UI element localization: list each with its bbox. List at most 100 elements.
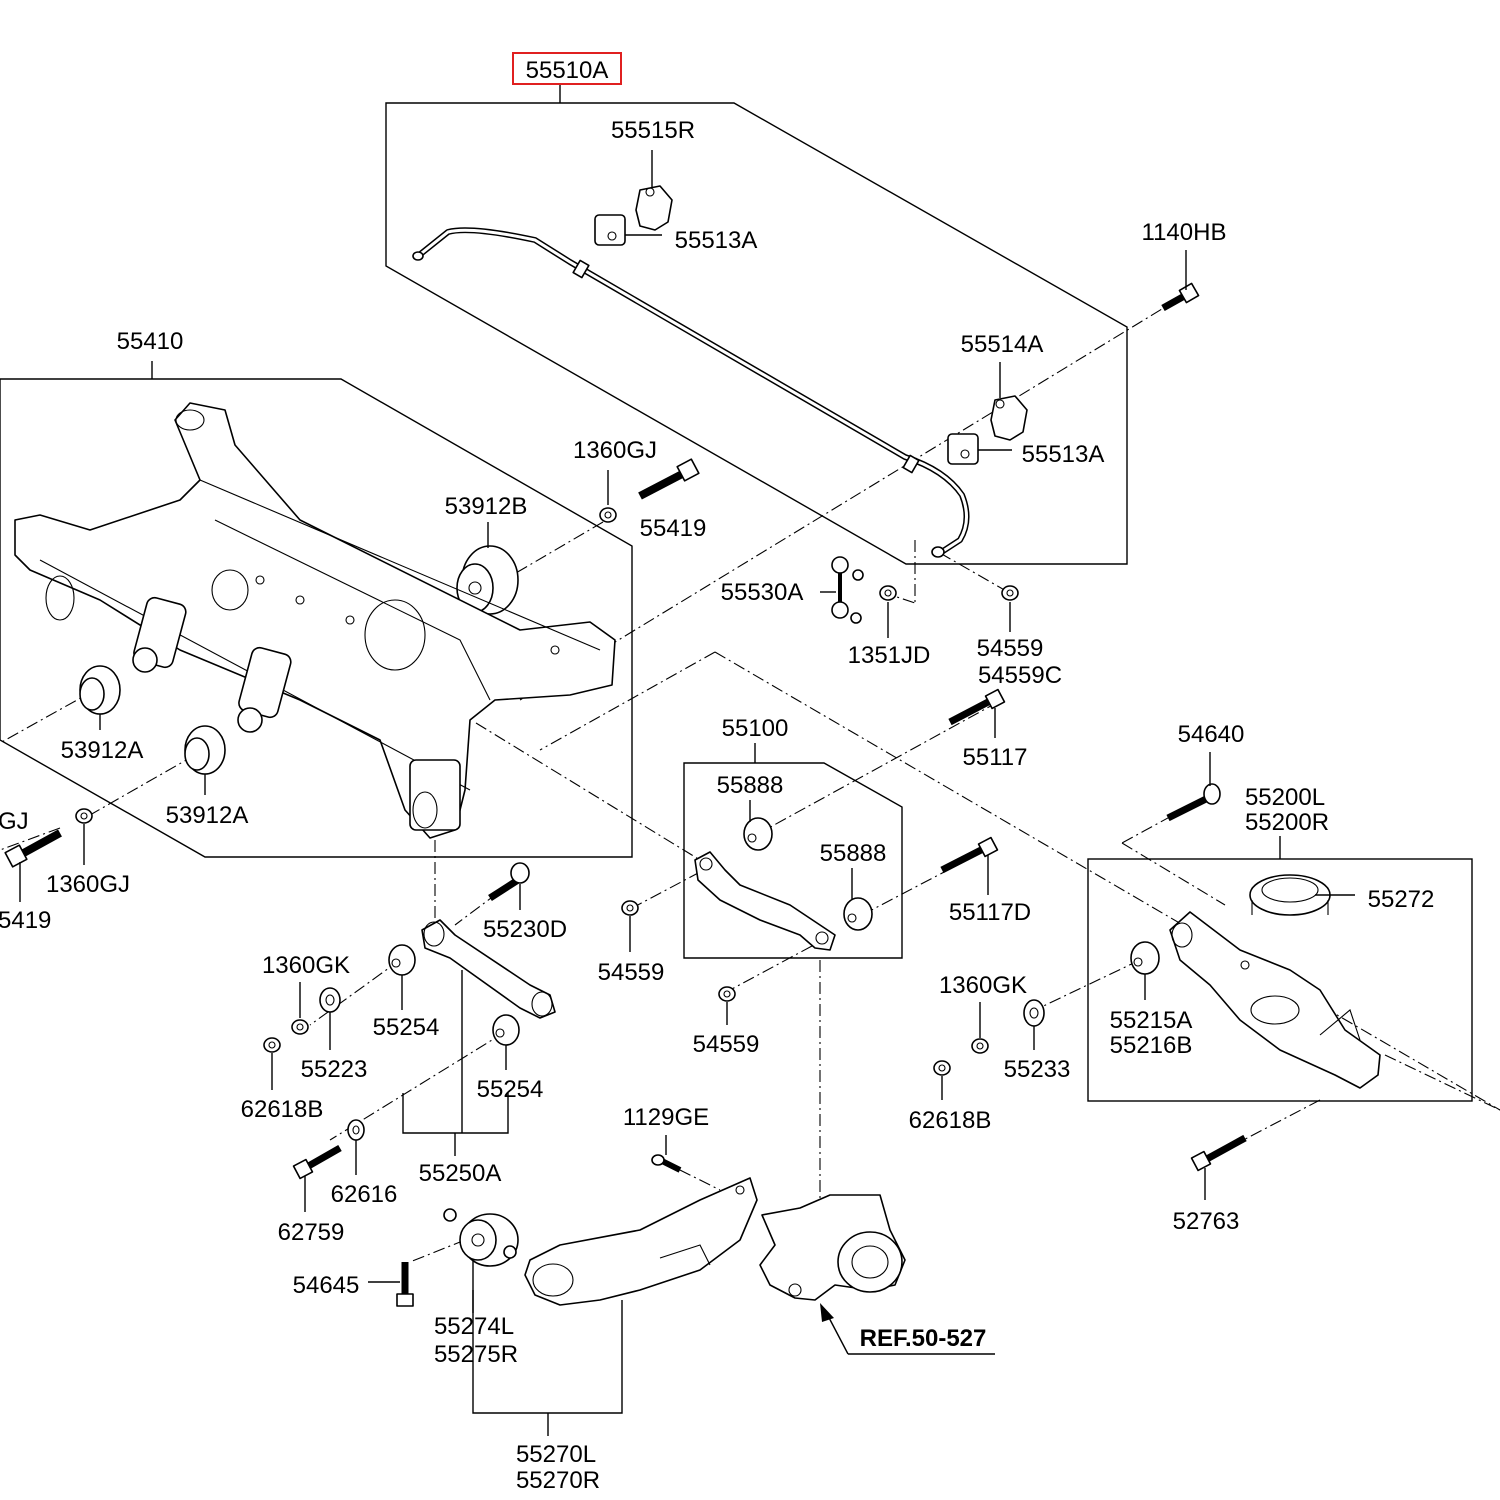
stabilizer-link-55530A [831, 556, 864, 624]
callout-55514A[interactable]: 55514A [961, 331, 1044, 358]
crossmember-group-frame [0, 361, 633, 858]
callout-55270R[interactable]: 55270R [516, 1467, 600, 1494]
bushing-55274L [443, 1208, 519, 1267]
bolt-62759 [292, 1144, 342, 1180]
bushing-55888-b [843, 897, 873, 931]
bushing-clamp-top [594, 185, 673, 246]
callout-1360GK-right[interactable]: 1360GK [939, 972, 1027, 999]
callout-62759[interactable]: 62759 [278, 1219, 345, 1246]
callout-55233[interactable]: 55233 [1004, 1056, 1071, 1083]
callout-55254-b[interactable]: 55254 [477, 1076, 544, 1103]
highlight-box-55510A [512, 52, 622, 85]
callout-55215A[interactable]: 55215A [1110, 1007, 1193, 1034]
callout-55100[interactable]: 55100 [722, 715, 789, 742]
bolt-55419-left [4, 829, 62, 868]
callout-62618B-left[interactable]: 62618B [241, 1096, 324, 1123]
callout-ref-50-527[interactable]: REF.50-527 [860, 1325, 987, 1352]
bolt-55419-top [638, 458, 700, 500]
callout-1360GJ-top[interactable]: 1360GJ [573, 437, 657, 464]
assist-arm-55250A [421, 919, 556, 1019]
callout-55270L[interactable]: 55270L [516, 1441, 596, 1468]
stabilizer-bar [412, 227, 970, 558]
washer-55233 [1023, 999, 1045, 1027]
nut-62618B-left [263, 1037, 281, 1053]
callout-54640[interactable]: 54640 [1178, 721, 1245, 748]
lower-arm-group-frame [1087, 836, 1473, 1102]
callout-55513A-top[interactable]: 55513A [675, 227, 758, 254]
callout-62618B-right[interactable]: 62618B [909, 1107, 992, 1134]
callout-55530A[interactable]: 55530A [721, 579, 804, 606]
callout-53912A-a[interactable]: 53912A [61, 737, 144, 764]
bolt-54645 [396, 1262, 414, 1307]
callout-55230D[interactable]: 55230D [483, 916, 567, 943]
callout-55117D[interactable]: 55117D [949, 899, 1031, 926]
callout-62616[interactable]: 62616 [331, 1181, 398, 1208]
callout-55888-b[interactable]: 55888 [820, 840, 887, 867]
callout-labels: 55510A 55515R 55513A 1140HB 55410 55514A… [0, 57, 1434, 1494]
bolt-55230D [488, 862, 530, 901]
callout-1360GJ-left[interactable]: 1360GJ [46, 871, 130, 898]
callout-1140HB[interactable]: 1140HB [1142, 219, 1227, 246]
nut-62618B-right [933, 1060, 951, 1076]
bushing-55254-b [492, 1014, 520, 1046]
knuckle-ref-50-527 [759, 1194, 906, 1301]
nut-1360GK-right [971, 1038, 989, 1054]
callout-55254-a[interactable]: 55254 [373, 1014, 440, 1041]
callout-55275R[interactable]: 55275R [434, 1341, 518, 1368]
callout-1351JD[interactable]: 1351JD [848, 642, 931, 669]
bolt-52763 [1190, 1134, 1247, 1172]
bolt-1140HB [1161, 282, 1200, 312]
bolt-1129GE [651, 1154, 682, 1173]
nut-1360GK-left [291, 1019, 309, 1035]
callout-54645[interactable]: 54645 [293, 1272, 360, 1299]
callout-1129GE[interactable]: 1129GE [623, 1104, 709, 1131]
bushing-clamp-right [947, 395, 1028, 465]
callout-55117[interactable]: 55117 [963, 744, 1028, 771]
callout-55216B[interactable]: 55216B [1110, 1032, 1193, 1059]
callout-55510A[interactable]: 55510A [526, 57, 609, 84]
callout-55888-a[interactable]: 55888 [717, 772, 784, 799]
callout-55223[interactable]: 55223 [301, 1056, 368, 1083]
callout-gj-partial[interactable]: GJ [0, 808, 29, 835]
bushing-55888-a [743, 817, 773, 851]
nut-54559-mid [621, 900, 639, 916]
callout-55515R[interactable]: 55515R [611, 117, 695, 144]
nut-1360GJ-top [599, 507, 617, 523]
callout-55419-top[interactable]: 55419 [640, 515, 707, 542]
bolt-55117D [940, 836, 999, 874]
callout-55250A[interactable]: 55250A [419, 1160, 502, 1187]
crossmember-55410 [14, 402, 616, 839]
ref-arrow [820, 1303, 849, 1355]
bolt-54640 [1166, 783, 1221, 822]
callout-55513A-mid[interactable]: 55513A [1022, 441, 1105, 468]
callout-1360GK-left[interactable]: 1360GK [262, 952, 350, 979]
stabilizer-bar-group-frame [385, 84, 1128, 565]
nut-54559-low [718, 986, 736, 1002]
bushing-53912A-b [184, 725, 226, 775]
bolt-55117 [948, 688, 1006, 726]
callout-55200R[interactable]: 55200R [1245, 809, 1329, 836]
callout-53912A-b[interactable]: 53912A [166, 802, 249, 829]
callout-54559-a[interactable]: 54559 [977, 635, 1044, 662]
callout-54559-c[interactable]: 54559 [693, 1031, 760, 1058]
callout-55274L[interactable]: 55274L [434, 1313, 514, 1340]
callout-55200L[interactable]: 55200L [1245, 784, 1325, 811]
leader-lines [19, 150, 1355, 1313]
nut-1360GJ-left [75, 808, 93, 824]
upper-arm-group-frame [683, 743, 903, 959]
bracket-lines [402, 970, 995, 1436]
lower-arm-55200 [1169, 911, 1381, 1089]
callout-53912B[interactable]: 53912B [445, 493, 528, 520]
bushing-53912A-a [79, 665, 121, 715]
callout-5419-partial[interactable]: 5419 [0, 907, 51, 934]
washer-55223 [319, 987, 341, 1013]
trailing-arm-55270 [524, 1177, 758, 1306]
callout-52763[interactable]: 52763 [1173, 1208, 1240, 1235]
callout-54559C[interactable]: 54559C [978, 662, 1062, 689]
callout-54559-b[interactable]: 54559 [598, 959, 665, 986]
callout-55272[interactable]: 55272 [1368, 886, 1435, 913]
nut-54559-top [1001, 585, 1019, 601]
callout-55410[interactable]: 55410 [117, 328, 184, 355]
